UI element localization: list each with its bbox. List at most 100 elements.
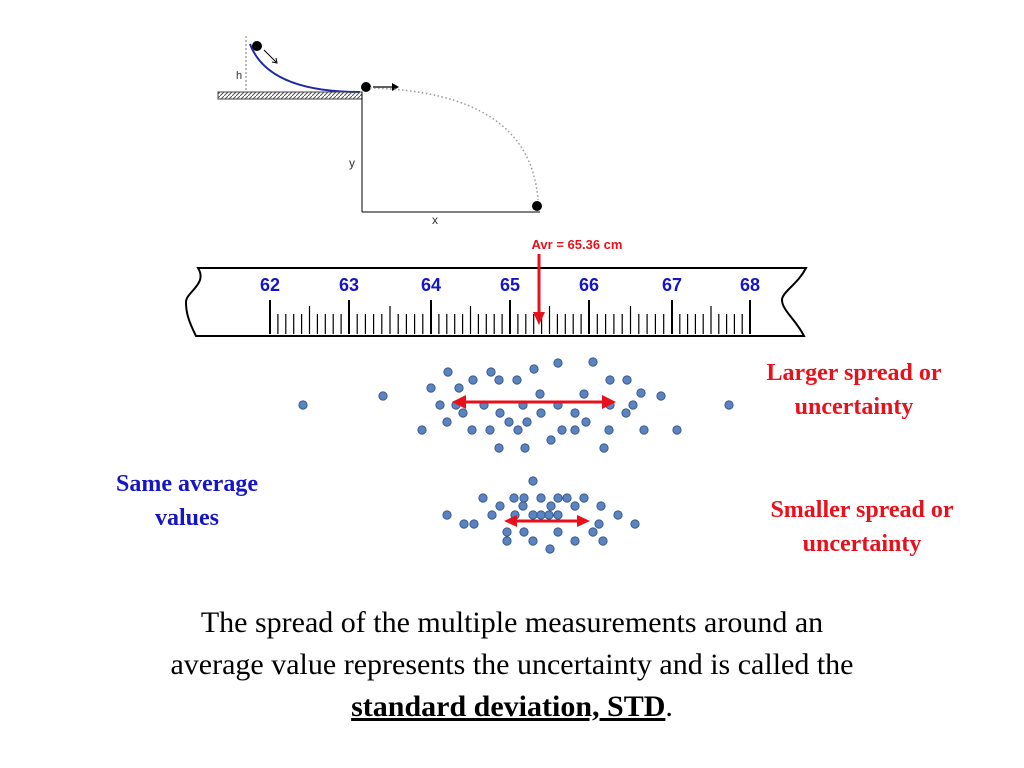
wide-spread-point	[557, 425, 567, 435]
wide-spread-point	[599, 443, 609, 453]
narrow-spread-point	[518, 501, 528, 511]
narrow-spread-point	[528, 476, 538, 486]
wide-spread-point	[604, 425, 614, 435]
ball-landing	[532, 201, 542, 211]
wide-spread-point	[468, 375, 478, 385]
same-average-line-2: values	[154, 505, 219, 531]
ball-motion-arrow	[263, 49, 278, 64]
narrow-spread-point	[502, 527, 512, 537]
average-pointer-arrowhead	[533, 312, 545, 325]
wide-spread-point	[417, 425, 427, 435]
wide-spread-point	[512, 375, 522, 385]
ramp-curve	[249, 43, 361, 93]
wide-spread-point	[588, 357, 598, 367]
wide-spread-point	[494, 443, 504, 453]
narrow-spread-point	[544, 510, 554, 520]
narrow-spread-point	[570, 536, 580, 546]
narrow-spread-point	[495, 501, 505, 511]
wide-spread-point	[495, 408, 505, 418]
wide-spread-point	[529, 364, 539, 374]
measuring-ruler: 62 63 64 65 66 67 68 Avr = 65.36 cm	[184, 237, 808, 337]
wide-spread-point	[522, 417, 532, 427]
narrow-spread-point	[478, 493, 488, 503]
tick-label-65: 65	[500, 275, 520, 295]
wide-spread-point	[639, 425, 649, 435]
narrow-spread-point	[469, 519, 479, 529]
projectile-illustration: h y x	[217, 36, 542, 227]
caption-period: .	[665, 690, 673, 723]
narrow-spread-point	[588, 527, 598, 537]
wide-spread-point	[485, 425, 495, 435]
wide-spread-point	[298, 400, 308, 410]
narrow-spread-point	[570, 501, 580, 511]
wide-spread-point	[494, 375, 504, 385]
wide-spread-point	[579, 389, 589, 399]
narrow-spread-point	[630, 519, 640, 529]
tick-label-64: 64	[421, 275, 441, 295]
wide-spread-point	[426, 383, 436, 393]
wide-spread-point	[458, 408, 468, 418]
wide-spread-point	[553, 358, 563, 368]
ball-edge	[361, 82, 371, 92]
wide-spread-point	[443, 367, 453, 377]
narrow-arrow-left-head	[504, 515, 517, 527]
wide-spread-point	[535, 389, 545, 399]
narrow-spread-point	[594, 519, 604, 529]
wide-spread-arrow	[452, 395, 616, 409]
wide-spread-point	[570, 425, 580, 435]
tick-label-67: 67	[662, 275, 682, 295]
narrow-spread-point	[553, 527, 563, 537]
smaller-spread-line-1: Smaller spread or	[770, 497, 954, 523]
wide-spread-point	[513, 425, 523, 435]
average-label: Avr = 65.36 cm	[532, 237, 623, 252]
narrow-spread-point	[613, 510, 623, 520]
wide-spread-point	[536, 408, 546, 418]
tick-label-68: 68	[740, 275, 760, 295]
narrow-spread-point	[528, 510, 538, 520]
wide-spread-point	[605, 375, 615, 385]
table-surface	[217, 91, 363, 100]
wide-spread-point	[621, 408, 631, 418]
wide-spread-point	[378, 391, 388, 401]
ball-start	[252, 41, 262, 51]
narrow-spread-point	[442, 510, 452, 520]
wide-spread-point	[581, 417, 591, 427]
narrow-spread-point	[519, 493, 529, 503]
wide-spread-point	[504, 417, 514, 427]
wide-spread-point	[467, 425, 477, 435]
wide-spread-point	[486, 367, 496, 377]
same-average-line-1: Same average	[116, 471, 258, 497]
larger-spread-line-2: uncertainty	[794, 394, 914, 420]
narrow-spread-point	[579, 493, 589, 503]
wide-spread-point	[628, 400, 638, 410]
wide-spread-point	[570, 408, 580, 418]
wide-spread-point	[435, 400, 445, 410]
std-term: standard deviation, STD	[351, 690, 666, 723]
wide-spread-point	[636, 388, 646, 398]
narrow-spread-point	[562, 493, 572, 503]
narrow-spread-point	[502, 536, 512, 546]
wide-arrow-right-head	[602, 395, 616, 409]
narrow-spread-arrow	[504, 515, 590, 527]
launch-arrow-head	[392, 83, 399, 91]
narrow-spread-point	[519, 527, 529, 537]
caption-line-1: The spread of the multiple measurements …	[200, 606, 824, 639]
narrow-spread-point	[459, 519, 469, 529]
wide-spread-point	[546, 435, 556, 445]
trajectory-path	[369, 87, 539, 201]
wide-spread-point	[442, 417, 452, 427]
narrow-spread-point	[545, 544, 555, 554]
narrow-spread-point	[536, 510, 546, 520]
larger-spread-line-1: Larger spread or	[766, 360, 942, 386]
narrow-spread-point	[546, 501, 556, 511]
wide-spread-point	[724, 400, 734, 410]
wide-spread-point	[656, 391, 666, 401]
wide-spread-points	[298, 357, 734, 453]
narrow-spread-point	[553, 493, 563, 503]
explanation-caption: The spread of the multiple measurements …	[40, 602, 984, 728]
caption-line-2: average value represents the uncertainty…	[170, 648, 854, 681]
narrow-spread-point	[536, 493, 546, 503]
wide-spread-point	[454, 383, 464, 393]
narrow-spread-points	[442, 476, 640, 554]
